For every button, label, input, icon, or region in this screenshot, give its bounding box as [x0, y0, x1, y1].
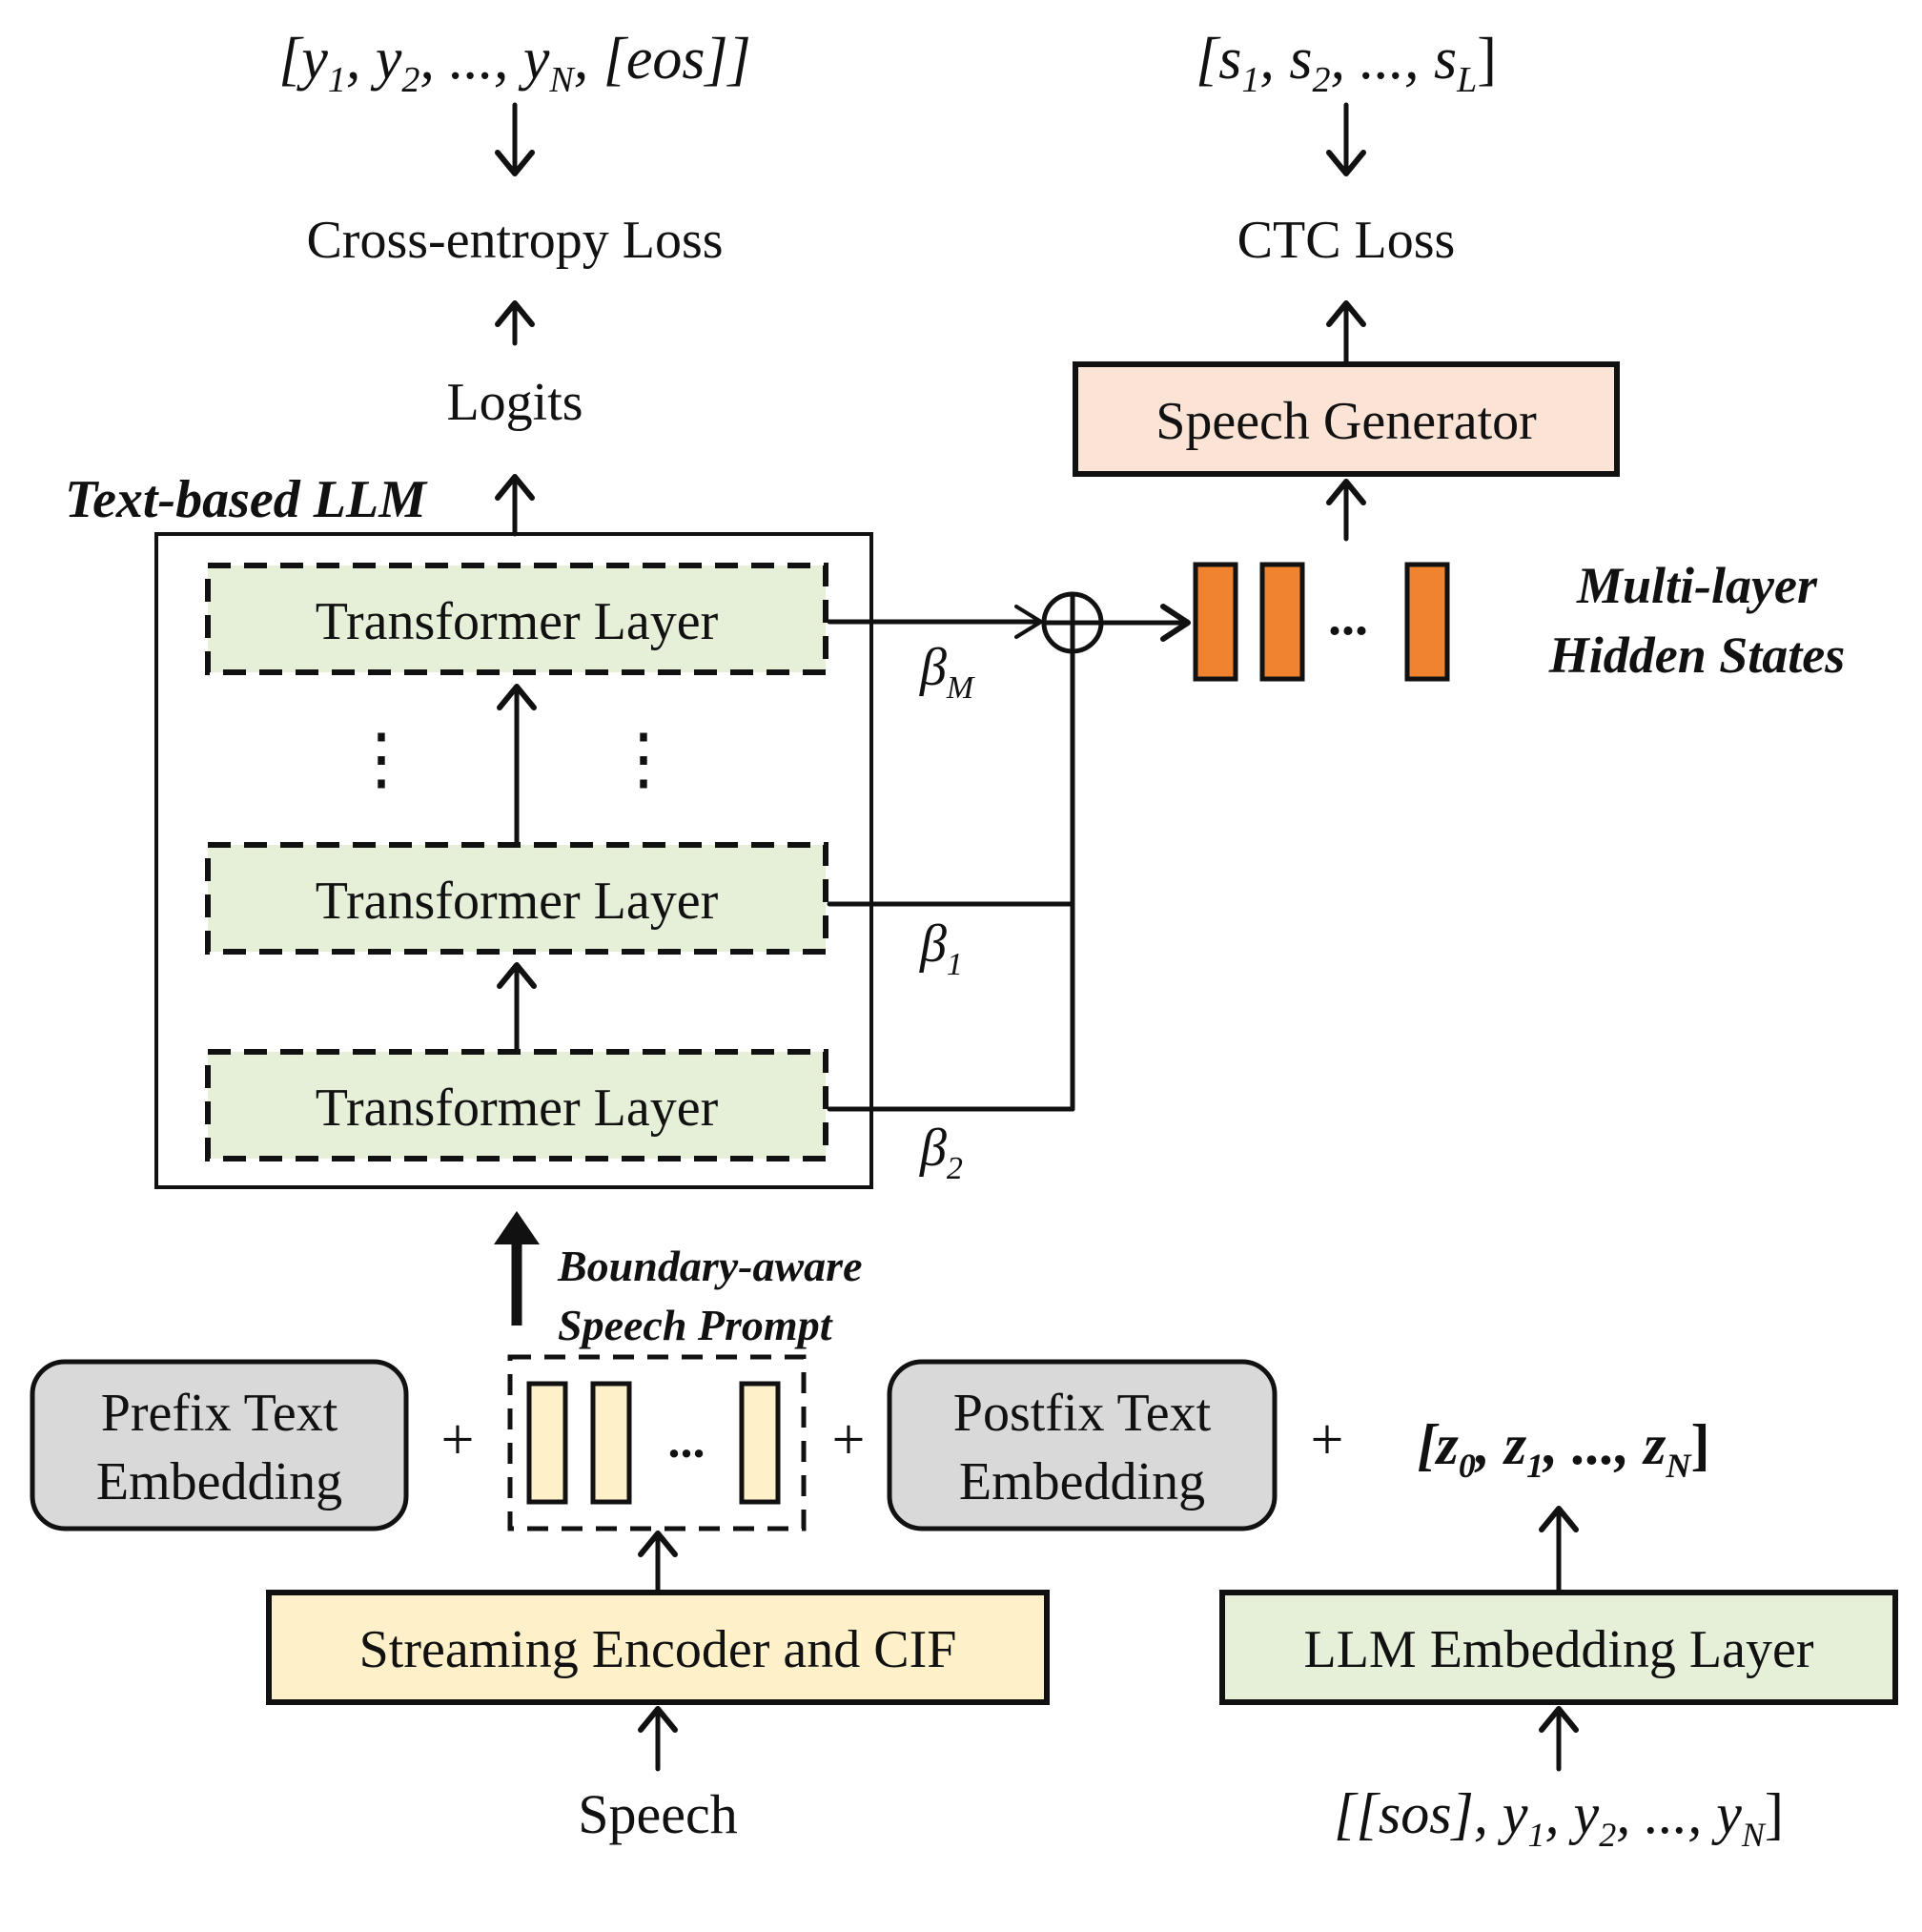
weight-beta-m: βM	[919, 638, 975, 706]
ctc-loss: CTC Loss	[1237, 211, 1456, 270]
speech-prompt-bar-2	[590, 1381, 632, 1505]
llm-box	[154, 532, 873, 1189]
transformer-layer-bottom-label: Transformer Layer	[316, 1079, 719, 1138]
hidden-state-ellipsis: ...	[1328, 587, 1368, 647]
prefix-label-line1: Prefix Text	[101, 1384, 338, 1443]
transformer-layer-top	[205, 563, 828, 675]
speech-prompt-bar-n	[739, 1381, 781, 1505]
llm-embedding-layer-label: LLM Embedding Layer	[1304, 1620, 1814, 1679]
speech-prompt-bar-1	[526, 1381, 568, 1505]
prefix-text-embedding-box	[30, 1359, 409, 1531]
postfix-label-line2: Embedding	[959, 1452, 1205, 1511]
prompt-label-line1: Boundary-aware	[557, 1242, 862, 1290]
prefix-label-line2: Embedding	[96, 1452, 342, 1511]
cross-entropy-loss: Cross-entropy Loss	[306, 211, 723, 270]
hidden-state-bar-1	[1193, 562, 1238, 682]
streaming-encoder-label: Streaming Encoder and CIF	[359, 1620, 957, 1679]
target-sequence: [y1, y2, ..., yN, [eos]]	[278, 27, 751, 100]
llm-embedding-layer-box	[1219, 1590, 1898, 1705]
weight-beta-2: β2	[919, 1119, 963, 1186]
hidden-state-bar-n	[1404, 562, 1450, 682]
z-sequence: [z0, z1, ..., zN]	[1417, 1413, 1709, 1485]
hidden-states-label-line2: Hidden States	[1548, 627, 1846, 684]
postfix-label-line1: Postfix Text	[953, 1384, 1212, 1443]
weighted-sum-icon	[1041, 591, 1104, 654]
prompt-arrow-icon	[494, 1211, 540, 1244]
postfix-text-embedding-box	[887, 1359, 1278, 1531]
speech-target-sequence: [s1, s2, ..., sL]	[1196, 27, 1497, 100]
logits-label: Logits	[446, 373, 583, 432]
weight-beta-1: β1	[919, 915, 963, 982]
transformer-layer-top-label: Transformer Layer	[316, 592, 719, 651]
streaming-encoder-box	[266, 1590, 1050, 1705]
plus-sign-1: +	[441, 1408, 475, 1472]
speech-prompt-box	[507, 1354, 807, 1531]
speech-generator-label: Speech Generator	[1155, 392, 1537, 451]
layers-ellipsis-right: ⋮	[609, 721, 678, 797]
hidden-state-bar-2	[1259, 562, 1305, 682]
prompt-label-line2: Speech Prompt	[558, 1301, 833, 1349]
plus-sign-3: +	[1311, 1408, 1344, 1472]
speech-generator-box	[1073, 361, 1620, 477]
hidden-states-label-line1: Multi-layer	[1576, 557, 1818, 614]
transformer-layer-middle	[205, 842, 828, 955]
source-sequence: [[sos], y1, y2, ..., yN]	[1334, 1782, 1784, 1854]
transformer-layer-bottom	[205, 1049, 828, 1161]
plus-sign-2: +	[832, 1408, 866, 1472]
speech-input-label: Speech	[578, 1783, 738, 1845]
transformer-layer-middle-label: Transformer Layer	[316, 872, 719, 931]
speech-prompt-ellipsis: ...	[668, 1414, 705, 1469]
layers-ellipsis-left: ⋮	[347, 721, 416, 797]
llm-title: Text-based LLM	[65, 470, 428, 529]
